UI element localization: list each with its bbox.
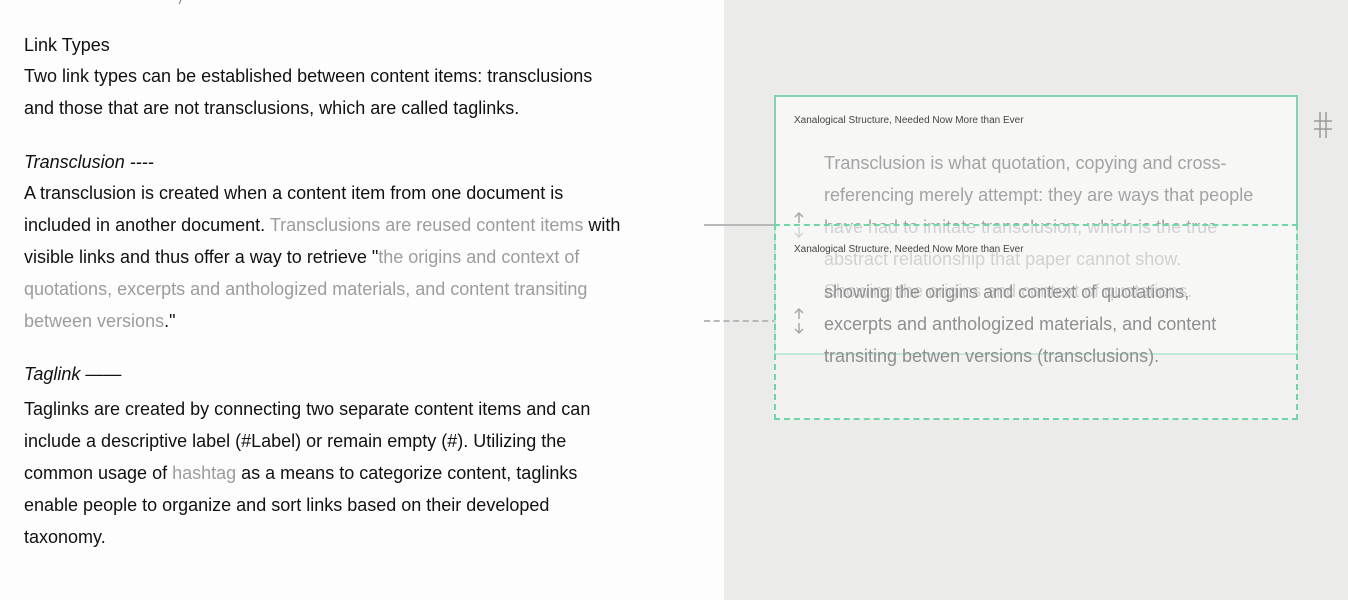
link-types-section: Link Types Two link types can be establi… [24, 34, 624, 124]
link-types-intro: Two link types can be established betwee… [24, 66, 593, 118]
link-types-title: Link Types [24, 35, 110, 55]
taglink-card[interactable]: Xanalogical Structure, Needed Now More t… [774, 224, 1298, 420]
transclusion-quote-2[interactable]: the origins and context of quotations, e… [24, 247, 588, 331]
taglink-text: Taglinks are created by connecting two s… [24, 393, 624, 553]
top-mark-icon [178, 0, 182, 4]
taglink-card-title: Xanalogical Structure, Needed Now More t… [794, 244, 1024, 255]
document-panel: Link Types Two link types can be establi… [24, 0, 624, 553]
transclusion-text-a: A transclusion is created when a content… [24, 183, 564, 235]
transclusion-text-e: ." [164, 311, 176, 331]
transclusion-quote-1[interactable]: Transclusions are reused content items [269, 215, 584, 235]
taglink-heading: Taglink —— [24, 364, 122, 384]
hashtag-link[interactable]: hashtag [172, 463, 237, 483]
transclusion-card-title: Xanalogical Structure, Needed Now More t… [794, 115, 1024, 126]
transclusion-connector-line [704, 224, 778, 226]
transclusion-text-c: with visible links and thus offer a way … [24, 215, 621, 267]
hash-icon[interactable] [1312, 110, 1334, 140]
transclusion-section: Transclusion ---- A transclusion is crea… [24, 151, 624, 337]
taglink-text-c: as a means to categorize content, taglin… [24, 463, 578, 547]
taglink-card-body: showing the origins and context of quota… [824, 282, 1217, 366]
transclusion-text: A transclusion is created when a content… [24, 177, 624, 337]
transclusion-heading: Transclusion ---- [24, 152, 154, 172]
up-down-arrow-icon[interactable] [792, 307, 806, 335]
taglink-text-a: Taglinks are created by connecting two s… [24, 399, 591, 483]
taglink-section: Taglink —— Taglinks are created by conne… [24, 363, 624, 553]
taglink-connector-line [704, 320, 778, 322]
